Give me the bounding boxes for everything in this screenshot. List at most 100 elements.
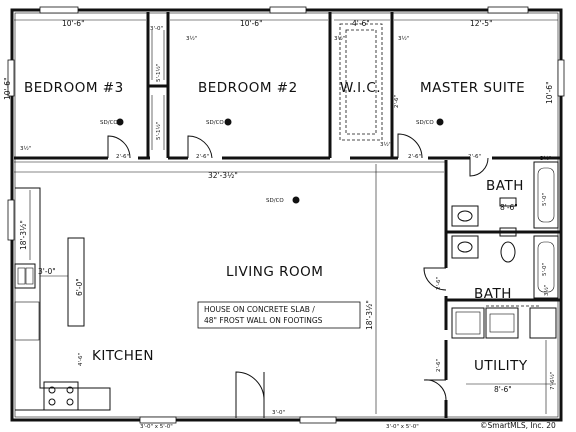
dim-wall-e: 3½" [380,141,391,148]
dim-closet-a: 3'-0" [150,26,163,32]
window-front-2 [299,416,337,424]
dim-closet-depth1: 5'-1½" [155,64,162,82]
toilet-1-tank [499,197,517,207]
sd-label-master: SD/CO [416,120,434,126]
bath2-door [423,267,447,291]
wic-shelving-inner [345,29,377,135]
vanity-2 [451,235,479,259]
vanity-1 [451,205,479,227]
interior-walls [14,12,560,418]
dim-window-2: 3'-0" x 5'-0" [386,424,419,430]
sd-label-living: SD/CO [266,198,284,204]
sd-label-br2: SD/CO [206,120,224,126]
window-master-side [557,59,565,97]
dim-kitchen-4-6: 4'-6" [78,353,84,366]
dim-bath-3-5: 3½" [543,285,550,296]
dim-door-util: 2'-6" [436,359,442,372]
dim-top-br2: 10'-6" [240,19,263,28]
dim-island-len: 6'-0" [75,278,84,296]
burner-4 [66,398,74,406]
dim-window-1: 3'-0" x 5'-0" [140,424,173,430]
sink-bowl-a [17,267,26,285]
room-label-master: MASTER SUITE [420,80,525,96]
dryer-panel [489,313,515,333]
window-br2 [269,6,307,14]
note-line-2: 48" FROST WALL ON FOOTINGS [204,316,323,325]
window-front-1 [139,416,177,424]
dim-util-height: 7'-6½" [549,372,556,390]
br2-door [187,135,213,159]
master-door [397,133,423,159]
dim-bath-width: 8'-6" [500,203,518,212]
tub-1 [533,161,559,229]
water-heater [529,307,557,339]
range [43,381,79,411]
dim-island-gap: 3'-0" [38,267,56,276]
dim-top-br3: 10'-6" [62,19,85,28]
room-label-living: LIVING ROOM [226,264,323,280]
sink-1 [457,210,473,222]
washer-lid [455,311,481,335]
dim-kitchen-height: 18'-3½" [19,220,28,250]
dishwasher [14,301,40,341]
windows [7,6,565,424]
dim-wall-c: 3½" [398,35,409,42]
dim-closet-depth2: 5'-1½" [155,122,162,140]
closet-shelf-b [151,95,165,150]
sd-label-br3: SD/CO [100,120,118,126]
toilet-tank [499,227,517,237]
utility-door [423,379,447,401]
sink-2 [457,241,473,253]
room-label-wic: W.I.C. [340,80,381,96]
note-box [197,301,361,329]
washer [451,307,485,339]
dim-bath-tub2: 5'-0" [542,263,548,276]
dim-wall-d: 3½" [20,145,31,152]
dim-master-height: 10'-6" [545,81,554,104]
utility-fixtures [451,305,557,339]
br3-door [107,135,131,159]
dim-front-door: 3'-0" [272,410,285,416]
dim-top-wic: 4'-6" [352,19,370,28]
window-living-side [7,199,15,241]
room-label-bath2: BATH [474,286,512,302]
window-br3-side [7,59,15,97]
note-line-1: HOUSE ON CONCRETE SLAB / [204,305,315,314]
sink-bowl-b [25,267,34,285]
burner-2 [66,386,74,394]
doors [107,133,489,418]
kitchen-fixtures [14,187,111,411]
dim-br3-height: 10'-6" [3,77,12,100]
sd-icon-living [292,196,300,204]
dim-util-width: 8'-6" [494,385,512,394]
front-door [235,371,265,418]
tub-1-basin [537,167,555,223]
bath-fixtures [451,161,559,299]
dim-door-master: 2'-6" [408,154,421,160]
closet-shelf-a [151,30,165,80]
sd-icon-master [436,118,444,126]
bath-door [469,157,489,177]
kitchen-counter [15,187,111,411]
dimension-lines [14,19,558,414]
dim-top-master: 12'-5" [470,19,493,28]
room-label-bedroom3: BEDROOM #3 [24,80,124,96]
dryer [485,307,519,339]
tub-2-basin [537,241,555,293]
room-label-utility: UTILITY [474,358,528,374]
room-label-bath1: BATH [486,178,524,194]
dim-bath-tub1: 5'-0" [542,193,548,206]
window-br3 [39,6,79,14]
toilet-bowl [500,241,516,263]
sd-icon-br3 [116,118,124,126]
dim-wall-a: 3½" [186,35,197,42]
dim-wic-2-6: 2'-6" [394,95,400,108]
watermark: ©SmartMLS, Inc. 20 [480,421,556,430]
dim-door-br3: 2'-6" [116,154,129,160]
dim-door-br2: 2'-6" [196,154,209,160]
burner-3 [48,398,56,406]
dim-living-height: 18'-3½" [365,300,374,330]
room-label-bedroom2: BEDROOM #2 [198,80,298,96]
window-master [487,6,529,14]
